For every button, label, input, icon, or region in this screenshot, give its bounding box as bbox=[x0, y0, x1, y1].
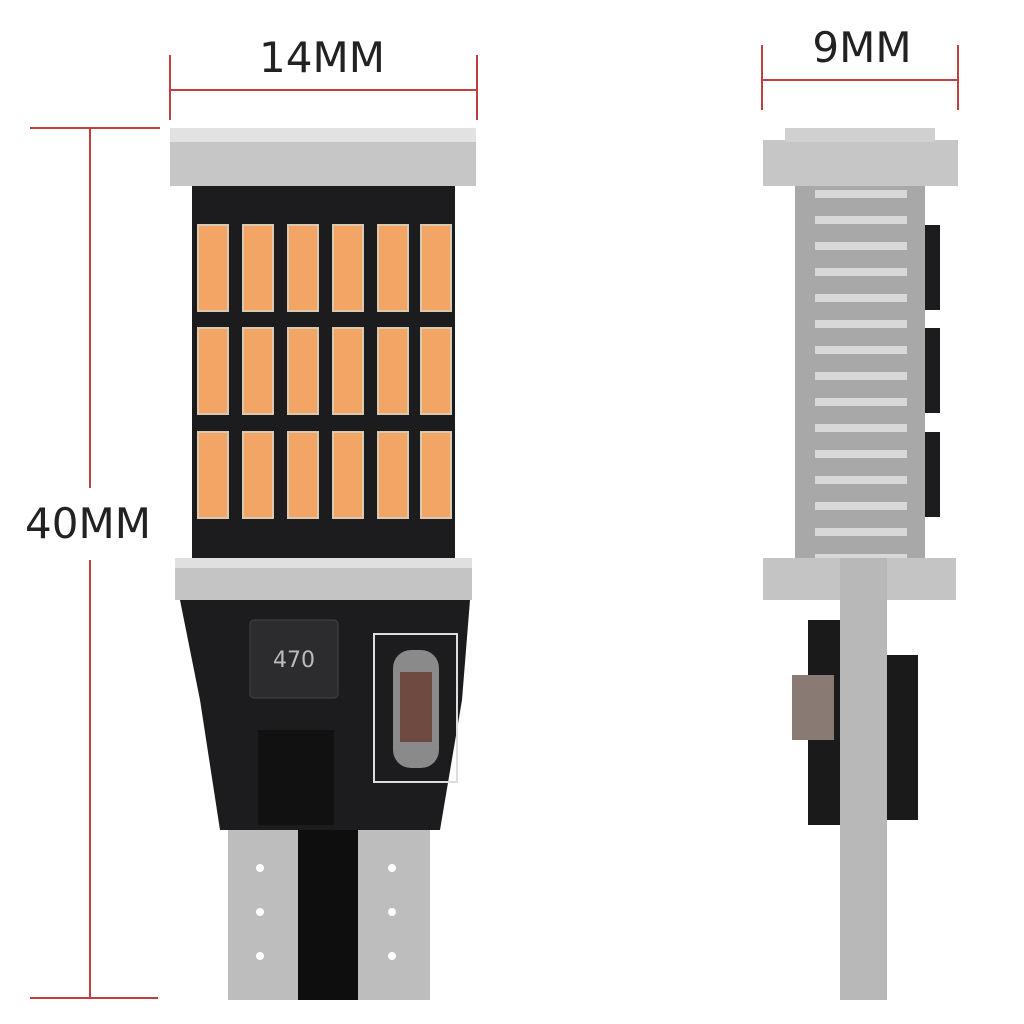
led-chip bbox=[377, 431, 409, 519]
fin bbox=[815, 476, 907, 484]
led-chip bbox=[197, 327, 229, 415]
resistor-outline bbox=[373, 633, 458, 783]
bulb-front-view: 470 bbox=[170, 128, 476, 1000]
led-chip bbox=[332, 224, 364, 312]
transistor-chip bbox=[258, 730, 334, 825]
led-chip bbox=[287, 327, 319, 415]
side-top-cap bbox=[763, 140, 958, 186]
led-chip bbox=[197, 431, 229, 519]
led-chip bbox=[242, 431, 274, 519]
led-chip bbox=[332, 431, 364, 519]
side-stem bbox=[840, 558, 887, 1000]
inductor-label: 470 bbox=[273, 648, 315, 673]
led-chip bbox=[420, 224, 452, 312]
fin bbox=[815, 190, 907, 198]
dimension-width-front bbox=[169, 55, 478, 120]
fin bbox=[815, 502, 907, 510]
dimension-label-9mm: 9MM bbox=[812, 23, 911, 72]
fin bbox=[815, 268, 907, 276]
led-chip bbox=[420, 327, 452, 415]
led-chip bbox=[332, 327, 364, 415]
dimension-label-14mm: 14MM bbox=[259, 33, 385, 82]
fin bbox=[815, 242, 907, 250]
led-grid bbox=[197, 224, 452, 519]
led-chip bbox=[420, 431, 452, 519]
fin bbox=[815, 450, 907, 458]
fin bbox=[815, 424, 907, 432]
dimension-height bbox=[30, 127, 160, 999]
fin bbox=[815, 528, 907, 536]
fin bbox=[815, 294, 907, 302]
fin bbox=[815, 398, 907, 406]
bulb-side-view bbox=[763, 128, 958, 1000]
led-chip bbox=[242, 327, 274, 415]
base-center-stripe bbox=[298, 830, 358, 1000]
fin bbox=[815, 372, 907, 380]
dimension-width-side bbox=[761, 45, 959, 110]
side-components-right bbox=[887, 655, 918, 820]
fin bbox=[815, 320, 907, 328]
inductor-chip bbox=[249, 619, 339, 699]
led-chip bbox=[377, 224, 409, 312]
fin bbox=[815, 346, 907, 354]
led-chip bbox=[287, 431, 319, 519]
led-chip bbox=[242, 224, 274, 312]
dimension-label-40mm: 40MM bbox=[25, 499, 151, 548]
heat-sink-fins bbox=[815, 190, 907, 562]
led-chip bbox=[197, 224, 229, 312]
led-pcb bbox=[192, 186, 455, 560]
led-chip bbox=[377, 327, 409, 415]
fin bbox=[815, 216, 907, 224]
led-chip bbox=[287, 224, 319, 312]
